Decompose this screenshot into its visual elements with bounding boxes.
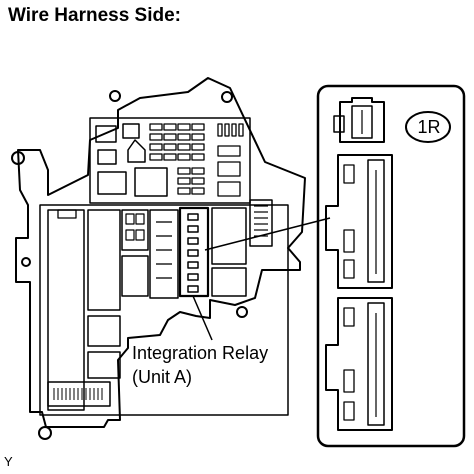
page-title: Wire Harness Side: bbox=[8, 5, 182, 26]
connector-detail-box bbox=[316, 84, 466, 448]
connector-code-label: 1R bbox=[417, 117, 441, 137]
relay-label-unit: (Unit A) bbox=[132, 367, 193, 387]
fuse-grid bbox=[149, 123, 244, 197]
relay-label-name: Integration Relay bbox=[132, 343, 269, 363]
junction-block bbox=[11, 77, 306, 440]
integration-relay-unit-a bbox=[178, 206, 210, 298]
bottom-terminal-strip bbox=[53, 388, 103, 400]
figure-code: Y bbox=[4, 454, 13, 469]
connector-leader-line bbox=[204, 217, 331, 251]
relay-leader-line bbox=[192, 295, 213, 341]
